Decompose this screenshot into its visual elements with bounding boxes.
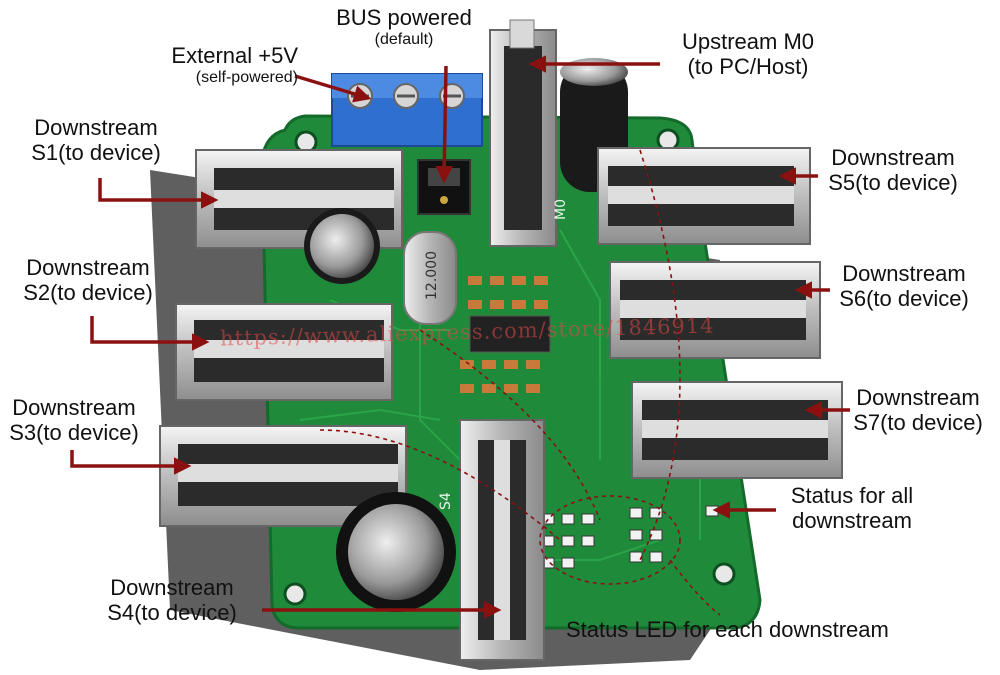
electrolytic-capacitor <box>304 208 380 284</box>
label-line: S7(to device) <box>853 409 983 435</box>
silk-m0: M0 <box>553 199 569 220</box>
label-external-5v: External +5V (self-powered) <box>120 43 298 87</box>
label-line: S4(to device) <box>107 599 237 625</box>
label-downstream-s5: Downstream S5(to device) <box>812 145 974 195</box>
downstream-port-s6 <box>609 261 821 359</box>
label-line: downstream <box>792 507 912 533</box>
downstream-port-s5 <box>597 147 811 245</box>
label-line: Downstream <box>34 115 158 140</box>
label-line: Upstream M0 <box>681 29 815 54</box>
label-line: Downstream <box>856 385 980 410</box>
label-line: S6(to device) <box>839 285 969 311</box>
label-downstream-s7: Downstream S7(to device) <box>838 385 998 435</box>
label-downstream-s6: Downstream S6(to device) <box>824 261 984 311</box>
label-line: (self-powered) <box>195 68 298 86</box>
upstream-usb-port: M0 <box>489 19 569 247</box>
label-line: BUS powered <box>336 5 472 30</box>
label-downstream-s4: Downstream S4(to device) <box>86 575 258 625</box>
label-line: External +5V <box>171 43 298 68</box>
label-line: Status for all <box>790 483 914 508</box>
label-status-led-each: Status LED for each downstream <box>566 617 889 643</box>
label-line: Downstream <box>26 255 150 280</box>
mount-hole <box>283 582 307 606</box>
smd-components <box>460 276 548 393</box>
downstream-port-s4: S4 <box>438 419 545 661</box>
crystal-label: 12.000 <box>424 251 440 300</box>
mount-hole <box>712 562 736 586</box>
silk-s4: S4 <box>438 492 454 510</box>
label-status-all: Status for all downstream <box>770 483 934 533</box>
label-downstream-s2: Downstream S2(to device) <box>0 255 176 305</box>
label-downstream-s1: Downstream S1(to device) <box>8 115 184 165</box>
crystal-oscillator: 12.000 <box>403 231 457 325</box>
label-line: Downstream <box>831 145 955 170</box>
label-line: Status LED for each downstream <box>566 617 889 642</box>
screw-terminal <box>331 73 483 147</box>
label-line: S2(to device) <box>23 279 153 305</box>
label-downstream-s3: Downstream S3(to device) <box>0 395 148 445</box>
label-line: (to PC/Host) <box>687 53 809 79</box>
downstream-port-s3 <box>159 425 407 527</box>
label-line: (default) <box>374 30 434 48</box>
electrolytic-capacitor <box>336 492 456 612</box>
downstream-port-s7 <box>631 381 843 479</box>
label-line: S5(to device) <box>828 169 958 195</box>
label-upstream: Upstream M0 (to PC/Host) <box>660 29 836 79</box>
label-line: S1(to device) <box>31 139 161 165</box>
label-bus-powered: BUS powered (default) <box>318 5 490 49</box>
label-line: Downstream <box>842 261 966 286</box>
callout-arrows <box>70 55 850 619</box>
downstream-port-s2 <box>175 303 393 401</box>
hub-ic <box>469 315 551 353</box>
label-line: Downstream <box>12 395 136 420</box>
status-led-array <box>541 505 719 569</box>
label-line: Downstream <box>110 575 234 600</box>
dashed-guides <box>319 149 721 616</box>
label-line: S3(to device) <box>9 419 139 445</box>
